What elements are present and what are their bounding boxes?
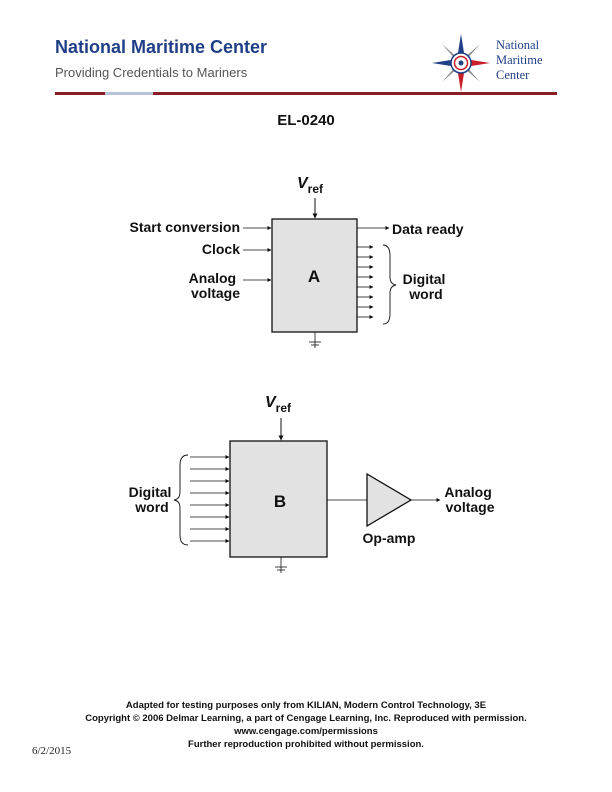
logo-line: Maritime — [496, 53, 543, 67]
document-code: EL-0240 — [277, 112, 335, 129]
logo-line: National — [496, 38, 540, 52]
compass-rose-seal-icon — [432, 34, 490, 92]
adc-box — [271, 218, 358, 333]
digital-word-label-a: Digital word — [403, 271, 450, 302]
adc-block-diagram: Vref A Start conversion Clock Analog vol… — [130, 175, 464, 348]
vref-label-b: Vref — [265, 394, 292, 415]
dac-input-lines — [190, 455, 230, 543]
vref-label-a: Vref — [297, 175, 324, 196]
data-ready-label: Data ready — [392, 221, 464, 237]
header-rule — [55, 92, 557, 95]
logo-line: Center — [496, 68, 530, 82]
adc-box-label: A — [308, 267, 320, 286]
input-brace-b — [173, 454, 189, 546]
footer-line: Adapted for testing purposes only from K… — [125, 700, 487, 711]
logo-wordmark: National Maritime Center — [496, 38, 566, 83]
header-rule-accent — [105, 92, 153, 95]
dac-box-label: B — [274, 492, 286, 511]
output-brace-a — [382, 244, 397, 325]
analog-voltage-label-a: Analog voltage — [189, 270, 241, 301]
op-amp-symbol — [366, 472, 413, 528]
dac-block-diagram: Vref B Digital word Op-amp An — [129, 394, 495, 573]
digital-word-label-b: Digital word — [129, 484, 176, 515]
start-conversion-label: Start conversion — [130, 219, 240, 235]
tagline: Providing Credentials to Mariners — [55, 65, 248, 80]
document-date: 6/2/2015 — [32, 745, 72, 757]
footer-line: www.cengage.com/permissions — [234, 726, 378, 737]
dac-box — [229, 440, 328, 558]
org-name: National Maritime Center — [55, 37, 268, 57]
copyright-notice: Adapted for testing purposes only from K… — [0, 699, 612, 751]
analog-voltage-label-b: Analog voltage — [444, 484, 495, 515]
clock-label: Clock — [202, 241, 240, 257]
footer-line: Further reproduction prohibited without … — [188, 739, 424, 750]
op-amp-label: Op-amp — [363, 530, 416, 546]
adc-output-lines — [357, 245, 374, 319]
footer-line: Copyright © 2006 Delmar Learning, a part… — [85, 713, 527, 724]
